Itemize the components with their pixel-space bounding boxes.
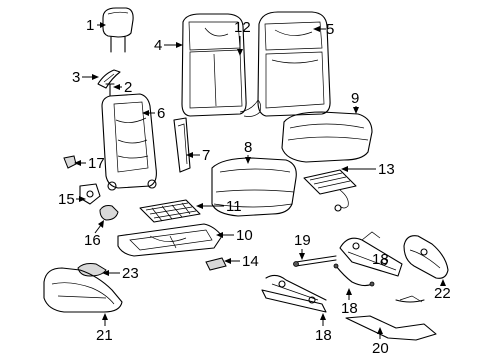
svg-text:5: 5	[326, 21, 334, 38]
trim-14-part	[205, 257, 227, 271]
svg-text:20: 20	[372, 340, 389, 357]
callout-21: 18	[341, 288, 358, 317]
svg-text:2: 2	[124, 79, 132, 96]
side-shield-part	[43, 267, 123, 313]
svg-text:6: 6	[157, 105, 165, 122]
side-shield-right-part	[403, 235, 449, 279]
callout-3: 3	[72, 69, 99, 86]
callout-13: 13	[341, 161, 395, 178]
svg-text:7: 7	[202, 147, 210, 164]
recliner-bracket-part	[79, 183, 101, 205]
callout-12: 12	[234, 19, 251, 56]
svg-text:17: 17	[88, 155, 105, 172]
svg-text:12: 12	[234, 19, 251, 36]
svg-text:16: 16	[84, 232, 101, 249]
callout-15: 15	[58, 191, 86, 208]
svg-text:8: 8	[244, 139, 252, 156]
callout-14: 14	[224, 253, 259, 270]
svg-text:18: 18	[341, 300, 358, 317]
svg-text:4: 4	[154, 37, 162, 54]
callout-18-lower: 18	[315, 313, 332, 344]
callout-17: 17	[74, 155, 105, 172]
seatback-frame-part	[101, 93, 157, 191]
rod-part	[293, 255, 337, 267]
headrest-part	[102, 7, 134, 53]
callout-19: 19	[294, 232, 311, 260]
callout-22: 21	[96, 313, 113, 344]
clip-part	[105, 83, 115, 97]
cable-part	[333, 263, 375, 287]
svg-text:19: 19	[294, 232, 311, 249]
seat-pan-part	[117, 223, 223, 257]
clip-17-part	[63, 155, 77, 169]
seatback-5-part	[257, 11, 331, 117]
callout-6: 6	[142, 105, 165, 122]
trim-24-part	[77, 263, 107, 277]
svg-text:18: 18	[372, 251, 389, 268]
svg-text:10: 10	[236, 227, 253, 244]
callout-10: 10	[216, 227, 253, 244]
callout-2: 2	[113, 79, 132, 96]
svg-text:23: 23	[122, 265, 139, 282]
callout-8: 8	[244, 139, 252, 164]
svg-text:18: 18	[315, 327, 332, 344]
seat-cushion-8-part	[211, 157, 297, 217]
knob-part	[99, 205, 119, 221]
callout-20: 20	[372, 327, 389, 357]
callout-11: 11	[196, 198, 242, 215]
callout-4: 4	[154, 37, 183, 54]
svg-text:3: 3	[72, 69, 80, 86]
wire-loop-part	[345, 295, 437, 341]
svg-text:14: 14	[242, 253, 259, 270]
svg-text:22: 22	[434, 285, 451, 302]
callout-24: 23	[102, 265, 139, 282]
callout-23: 22	[434, 279, 451, 302]
headrest-guide-part	[97, 69, 121, 89]
callout-16: 16	[84, 220, 104, 249]
svg-text:21: 21	[96, 327, 113, 344]
cushion-heater-part	[303, 169, 357, 212]
svg-text:1: 1	[86, 17, 94, 34]
seat-cushion-9-part	[281, 111, 373, 163]
svg-text:15: 15	[58, 191, 75, 208]
svg-text:13: 13	[378, 161, 395, 178]
heater-mat-part	[139, 199, 201, 223]
callout-7: 7	[186, 147, 210, 164]
svg-text:9: 9	[351, 90, 359, 107]
svg-text:11: 11	[226, 198, 242, 215]
side-panel-part	[173, 117, 191, 173]
seat-track-upper-part	[339, 231, 403, 277]
seatback-12-part	[181, 13, 262, 117]
callout-1: 1	[86, 17, 106, 34]
seat-track-lower-part	[261, 274, 327, 313]
callout-9: 9	[351, 90, 359, 114]
callout-5: 5	[313, 21, 334, 38]
callout-18-upper: 18	[372, 251, 389, 268]
